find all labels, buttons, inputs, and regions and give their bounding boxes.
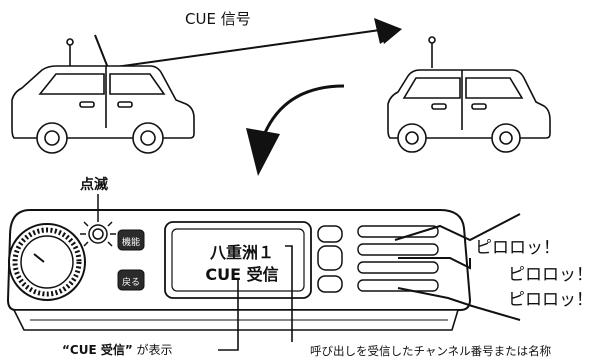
- display-note-suffix: が表示: [136, 343, 173, 357]
- car-icon: [387, 36, 551, 153]
- back-button-label: 戻る: [121, 278, 140, 288]
- display-status-text: CUE 受信: [205, 265, 279, 284]
- curved-arrow-icon: [246, 84, 345, 176]
- beep-label: ピロロッ！: [508, 290, 593, 310]
- beep-label: ピロロッ！: [508, 265, 593, 285]
- sound-lightning-icon: [394, 213, 521, 321]
- channel-note: 呼び出しを受信したチャンネル番号または名称: [310, 344, 552, 358]
- radio-unit-icon: [6, 194, 472, 351]
- function-button-label: 機能: [121, 238, 140, 248]
- blink-label: 点滅: [80, 177, 108, 193]
- beep-label: ピロロッ！: [475, 238, 560, 258]
- blink-lamp-icon: [80, 194, 116, 247]
- display-note: “CUE 受信” が表示: [62, 341, 173, 358]
- car-icon: [11, 38, 195, 154]
- display-channel-text: 八重洲１: [209, 243, 274, 262]
- display-note-quote: “CUE 受信”: [62, 343, 133, 357]
- cue-signal-label: CUE 信号: [185, 10, 251, 28]
